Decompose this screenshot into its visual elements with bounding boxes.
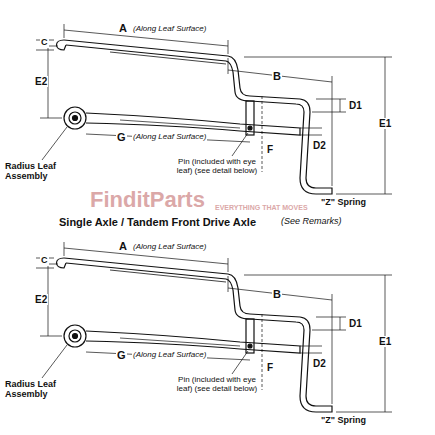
diagram-heading: Single Axle / Tandem Front Drive Axle <box>58 216 257 228</box>
heading-note: (See Remarks) <box>280 217 343 227</box>
dimension-label: E2 <box>34 76 48 87</box>
dimension-label: D2 <box>312 140 327 151</box>
dimension-note: (Along Leaf Surface) <box>132 133 207 142</box>
bottom-dimensions <box>36 242 392 412</box>
watermark: EVERYTHING THAT MOVES <box>215 204 308 212</box>
dimension-label: C <box>40 256 49 266</box>
top-spring <box>42 40 332 194</box>
dimension-label: G <box>116 349 127 361</box>
dimension-note: (Along Leaf Surface) <box>132 351 207 360</box>
part-label: "Z" Spring <box>320 198 367 208</box>
dimension-note: (Along Leaf Surface) <box>132 243 207 252</box>
dimension-label: E1 <box>378 336 392 347</box>
part-label: Radius Leaf Assembly <box>4 380 68 400</box>
bottom-spring <box>42 258 332 412</box>
dimension-label: E2 <box>34 294 48 305</box>
part-label: Pin (included with eye leaf) (see detail… <box>175 158 259 176</box>
dimension-label: D2 <box>312 358 327 369</box>
dimension-label: A <box>118 22 128 34</box>
watermark: FinditParts <box>90 188 205 212</box>
dimension-label: B <box>272 288 282 300</box>
dimension-label: G <box>116 131 127 143</box>
dimension-label: D1 <box>348 318 363 329</box>
dimension-label: D1 <box>348 100 363 111</box>
dimension-label: C <box>40 38 49 48</box>
part-label: Radius Leaf Assembly <box>4 162 68 182</box>
part-label: "Z" Spring <box>320 416 367 426</box>
dimension-label: F <box>266 144 274 155</box>
dimension-label: B <box>272 70 282 82</box>
part-label: Pin (included with eye leaf) (see detail… <box>175 376 259 394</box>
dimension-label: E1 <box>378 118 392 129</box>
dimension-label: F <box>266 362 274 373</box>
dimension-note: (Along Leaf Surface) <box>132 25 207 34</box>
top-dimensions <box>36 24 392 194</box>
dimension-label: A <box>118 240 128 252</box>
